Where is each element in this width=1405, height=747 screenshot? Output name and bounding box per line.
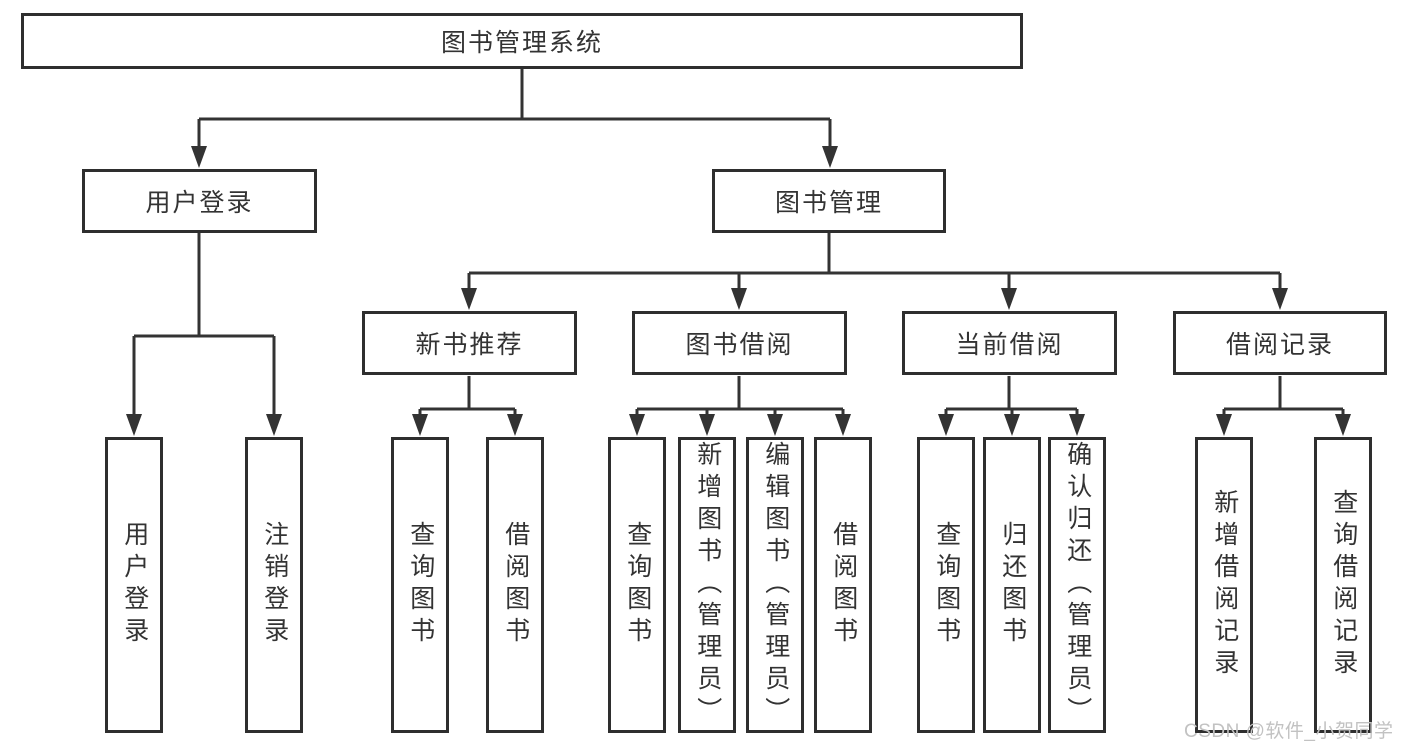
leaf-borrow-edit-admin-label: 编辑图书（管理员）	[761, 441, 790, 729]
connector-user-login-branch	[132, 233, 276, 418]
node-root-label: 图书管理系统	[440, 29, 603, 57]
leaf-current-query: 查询图书	[917, 437, 975, 733]
node-book-mgmt: 图书管理	[712, 169, 946, 233]
node-book-mgmt-label: 图书管理	[774, 189, 883, 217]
leaf-current-query-label: 查询图书	[932, 521, 961, 649]
node-borrow-records-label: 借阅记录	[1225, 331, 1334, 359]
leaf-current-return: 归还图书	[983, 437, 1041, 733]
arrowheads-level2	[191, 146, 838, 168]
node-user-login: 用户登录	[82, 169, 317, 233]
leaf-records-add: 新增借阅记录	[1195, 437, 1253, 733]
leaf-current-confirm-admin-label: 确认归还（管理员）	[1063, 441, 1092, 729]
leaf-records-add-label: 新增借阅记录	[1210, 489, 1239, 681]
leaf-user-login: 用户登录	[105, 437, 163, 733]
leaf-borrow-borrow: 借阅图书	[814, 437, 872, 733]
node-root: 图书管理系统	[21, 13, 1023, 69]
node-new-books: 新书推荐	[362, 311, 577, 375]
node-book-borrow-label: 图书借阅	[685, 331, 794, 359]
leaf-logout-label: 注销登录	[260, 521, 289, 649]
leaf-newbooks-borrow: 借阅图书	[486, 437, 544, 733]
arrowheads-level3	[461, 288, 1288, 310]
leaf-current-confirm-admin: 确认归还（管理员）	[1048, 437, 1106, 733]
leaf-newbooks-query-label: 查询图书	[406, 521, 435, 649]
leaf-newbooks-borrow-label: 借阅图书	[501, 521, 530, 649]
leaf-borrow-add-admin: 新增图书（管理员）	[678, 437, 736, 733]
connector-book-mgmt-to-level3	[467, 233, 1282, 292]
leaf-borrow-query-label: 查询图书	[623, 521, 652, 649]
node-current-borrow-label: 当前借阅	[955, 331, 1064, 359]
leaf-records-query: 查询借阅记录	[1314, 437, 1372, 733]
node-book-borrow: 图书借阅	[632, 311, 847, 375]
node-borrow-records: 借阅记录	[1173, 311, 1387, 375]
leaf-borrow-edit-admin: 编辑图书（管理员）	[746, 437, 804, 733]
connector-new-books-group	[418, 376, 517, 418]
leaf-newbooks-query: 查询图书	[391, 437, 449, 733]
node-new-books-label: 新书推荐	[415, 331, 524, 359]
leaf-borrow-borrow-label: 借阅图书	[829, 521, 858, 649]
connector-borrow-records-group	[1222, 376, 1345, 418]
connector-current-borrow-group	[944, 376, 1079, 418]
node-current-borrow: 当前借阅	[902, 311, 1117, 375]
csdn-watermark: CSDN @软件_小贺同学	[1184, 721, 1394, 742]
leaf-current-return-label: 归还图书	[998, 521, 1027, 649]
leaf-user-login-label: 用户登录	[120, 521, 149, 649]
arrowheads-book-borrow-leaves	[629, 414, 851, 436]
connector-root-to-level2	[197, 69, 832, 150]
leaf-records-query-label: 查询借阅记录	[1329, 489, 1358, 681]
connector-book-borrow-group	[635, 376, 845, 418]
leaf-borrow-add-admin-label: 新增图书（管理员）	[693, 441, 722, 729]
leaf-logout: 注销登录	[245, 437, 303, 733]
leaf-borrow-query: 查询图书	[608, 437, 666, 733]
arrowheads-new-books-leaves	[412, 414, 523, 436]
arrowheads-borrow-records-leaves	[1216, 414, 1351, 436]
arrowheads-user-login-leaves	[126, 414, 282, 436]
arrowheads-current-borrow-leaves	[938, 414, 1085, 436]
node-user-login-label: 用户登录	[145, 189, 254, 217]
